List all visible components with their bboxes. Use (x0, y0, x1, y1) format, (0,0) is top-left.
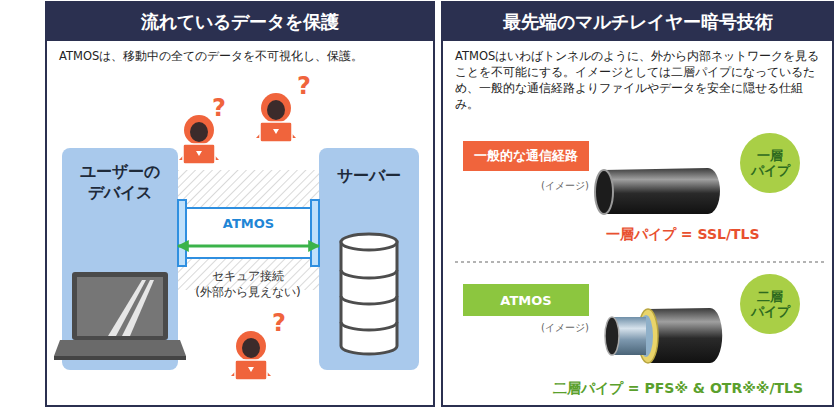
hacker-icon (179, 115, 219, 164)
question-mark: ? (272, 311, 286, 335)
hacker-icon (256, 93, 296, 142)
tunnel-tube (182, 208, 315, 258)
route-tag: ATMOS (463, 284, 589, 316)
double-pipe (605, 308, 722, 363)
tube-cap (178, 200, 186, 266)
hacker-icon (231, 331, 271, 380)
tag-label: ATMOS (500, 293, 551, 308)
box-label: サーバー (325, 166, 413, 187)
pipe-formula: 二層パイプ = PFS※ & OTR※※/TLS (553, 380, 803, 398)
connection-note: セキュア接続 (外部から見えない) (183, 268, 313, 300)
single-pipe (595, 168, 720, 214)
divider (455, 261, 825, 263)
panel-description: ATMOSは、移動中の全てのデータを不可視化し、保護。 (47, 41, 433, 64)
pipe-circle: 一層 パイプ (739, 132, 801, 194)
box-label: ユーザーの デバイス (68, 162, 172, 204)
panel-heading: 流れているデータを保護 (47, 3, 433, 41)
panel-description: ATMOSはいわばトンネルのように、外から内部ネットワークを見ることを不可能にす… (443, 41, 832, 112)
pipe-formula: 一層パイプ = SSL/TLS (606, 226, 760, 244)
tube-cap (311, 200, 319, 266)
panel-heading: 最先端のマルチレイヤー暗号技術 (443, 3, 832, 41)
circle-fill (740, 133, 800, 193)
connection-arrow (178, 245, 319, 248)
edge-label: ATMOS (220, 216, 277, 231)
question-mark: ? (212, 96, 226, 120)
question-mark: ? (297, 74, 311, 98)
pipe-circle: 二層 パイプ (739, 273, 801, 335)
tag-label: 一般的な通信経路 (474, 147, 578, 165)
circle-fill (740, 274, 800, 334)
database-icon (341, 234, 397, 354)
circle-label: 二層 パイプ (746, 289, 794, 319)
image-note: (イメージ) (541, 179, 589, 193)
laptop-icon (54, 272, 186, 360)
image-note: (イメージ) (541, 321, 589, 335)
route-tag: 一般的な通信経路 (463, 141, 589, 171)
circle-label: 一層 パイプ (746, 148, 794, 178)
